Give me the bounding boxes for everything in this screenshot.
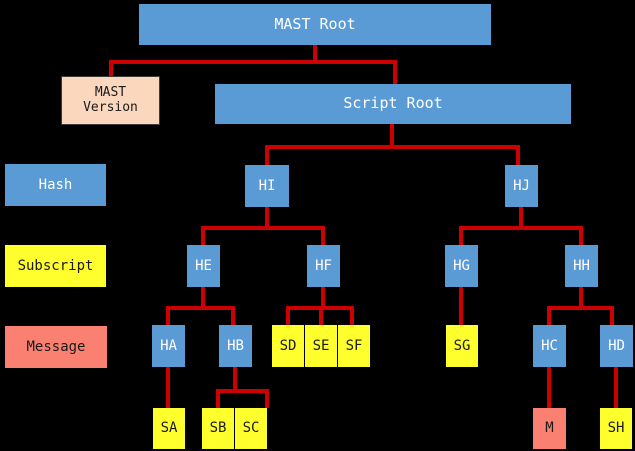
edge-to-sc xyxy=(265,389,269,408)
edge-to-hc xyxy=(547,306,551,325)
edge-hb-bar xyxy=(216,389,269,393)
edge-to-hi xyxy=(265,145,269,165)
node-se[interactable]: SE xyxy=(305,325,337,367)
edge-to-sd xyxy=(286,306,290,325)
edge-to-hj xyxy=(516,145,520,165)
node-ha[interactable]: HA xyxy=(152,325,185,367)
node-hb[interactable]: HB xyxy=(219,325,252,367)
node-sb[interactable]: SB xyxy=(202,408,234,449)
edge-hj-stem xyxy=(519,207,523,226)
node-sh[interactable]: SH xyxy=(600,408,632,449)
edge-hj-bar xyxy=(459,226,583,230)
edge-hi-bar xyxy=(201,226,325,230)
node-sg[interactable]: SG xyxy=(446,325,478,367)
edge-ha-to-sa xyxy=(166,367,170,408)
edge-to-he xyxy=(201,226,205,245)
node-hh[interactable]: HH xyxy=(565,245,598,287)
node-hc[interactable]: HC xyxy=(533,325,566,367)
node-mast-root[interactable]: MAST Root xyxy=(139,4,491,45)
node-he[interactable]: HE xyxy=(187,245,220,287)
edge-to-se xyxy=(319,306,323,325)
edge-to-hd xyxy=(610,306,614,325)
edge-to-mast-version xyxy=(109,60,113,76)
node-hd[interactable]: HD xyxy=(600,325,633,367)
node-sf[interactable]: SF xyxy=(338,325,370,367)
edge-hb-stem xyxy=(233,367,237,389)
edge-mast-root-bar xyxy=(109,60,397,64)
node-mast-version[interactable]: MAST Version xyxy=(61,76,160,125)
node-sa[interactable]: SA xyxy=(153,408,185,449)
edge-to-hb xyxy=(231,306,235,325)
edge-hh-bar xyxy=(547,306,614,310)
node-m[interactable]: M xyxy=(533,408,566,449)
edge-he-stem xyxy=(201,287,205,306)
edge-hf-stem xyxy=(321,287,325,306)
node-hi[interactable]: HI xyxy=(245,165,289,207)
edge-hd-to-sh xyxy=(614,367,618,408)
edge-script-root-stem xyxy=(390,123,394,145)
edge-to-sb xyxy=(216,389,220,408)
edge-mast-root-stem xyxy=(313,45,317,60)
legend-item-message: Message xyxy=(5,326,107,368)
edge-he-bar xyxy=(166,306,235,310)
edge-to-ha xyxy=(166,306,170,325)
edge-hc-to-m xyxy=(547,367,551,408)
node-script-root[interactable]: Script Root xyxy=(215,84,571,124)
node-hj[interactable]: HJ xyxy=(505,165,538,207)
edge-hi-stem xyxy=(265,207,269,226)
edge-hh-stem xyxy=(579,287,583,306)
node-hf[interactable]: HF xyxy=(307,245,340,287)
edge-to-hf xyxy=(321,226,325,245)
legend-item-hash: Hash xyxy=(5,164,106,206)
node-hg[interactable]: HG xyxy=(445,245,478,287)
edge-to-script-root xyxy=(393,60,397,84)
node-sc[interactable]: SC xyxy=(235,408,267,449)
edge-script-root-bar xyxy=(265,145,520,149)
edge-to-sf xyxy=(350,306,354,325)
node-sd[interactable]: SD xyxy=(272,325,304,367)
legend-item-subscript: Subscript xyxy=(5,245,106,287)
edge-to-hh xyxy=(579,226,583,245)
edge-to-hg xyxy=(459,226,463,245)
edge-hg-to-sg xyxy=(459,287,463,325)
